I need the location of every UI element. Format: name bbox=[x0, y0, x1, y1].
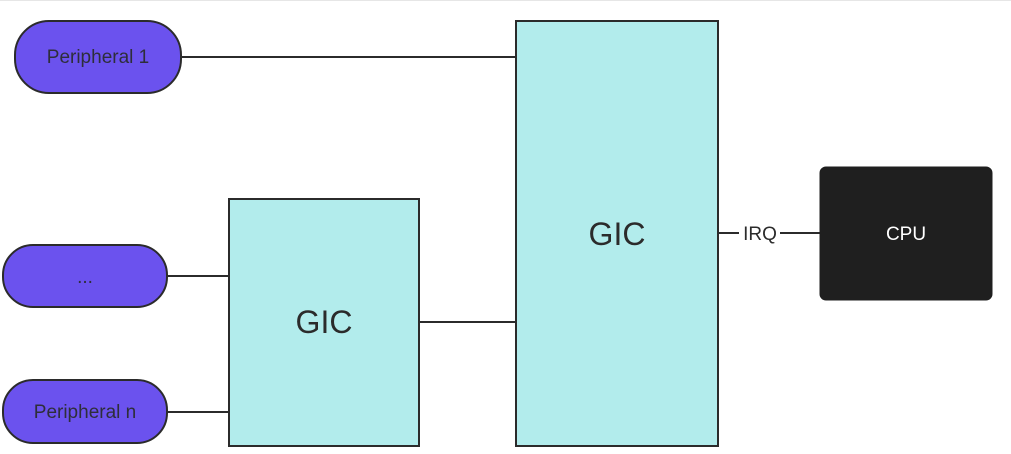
irq-label: IRQ bbox=[743, 224, 777, 245]
peripheral-1-label: Peripheral 1 bbox=[47, 47, 149, 68]
gic-secondary-label: GIC bbox=[296, 304, 353, 340]
cpu-label: CPU bbox=[886, 224, 926, 245]
gic-primary-box bbox=[515, 20, 719, 447]
gic-secondary-node: GIC bbox=[228, 198, 420, 447]
peripheral-1-shape bbox=[14, 20, 182, 94]
gic-primary-node: GIC bbox=[515, 20, 719, 447]
peripheral-1-node: Peripheral 1 bbox=[14, 20, 182, 94]
top-rule bbox=[0, 0, 1011, 1]
peripheral-n-node: Peripheral n bbox=[2, 379, 168, 444]
peripheral-n-shape bbox=[2, 379, 168, 444]
peripheral-dots-node: ... bbox=[2, 244, 168, 308]
peripheral-dots-shape bbox=[2, 244, 168, 308]
gic-secondary-box bbox=[228, 198, 420, 447]
cpu-node: CPU bbox=[819, 166, 993, 301]
peripheral-dots-label: ... bbox=[77, 267, 93, 288]
cpu-box bbox=[819, 166, 993, 301]
gic-primary-label: GIC bbox=[589, 216, 646, 252]
peripheral-n-label: Peripheral n bbox=[34, 402, 136, 423]
